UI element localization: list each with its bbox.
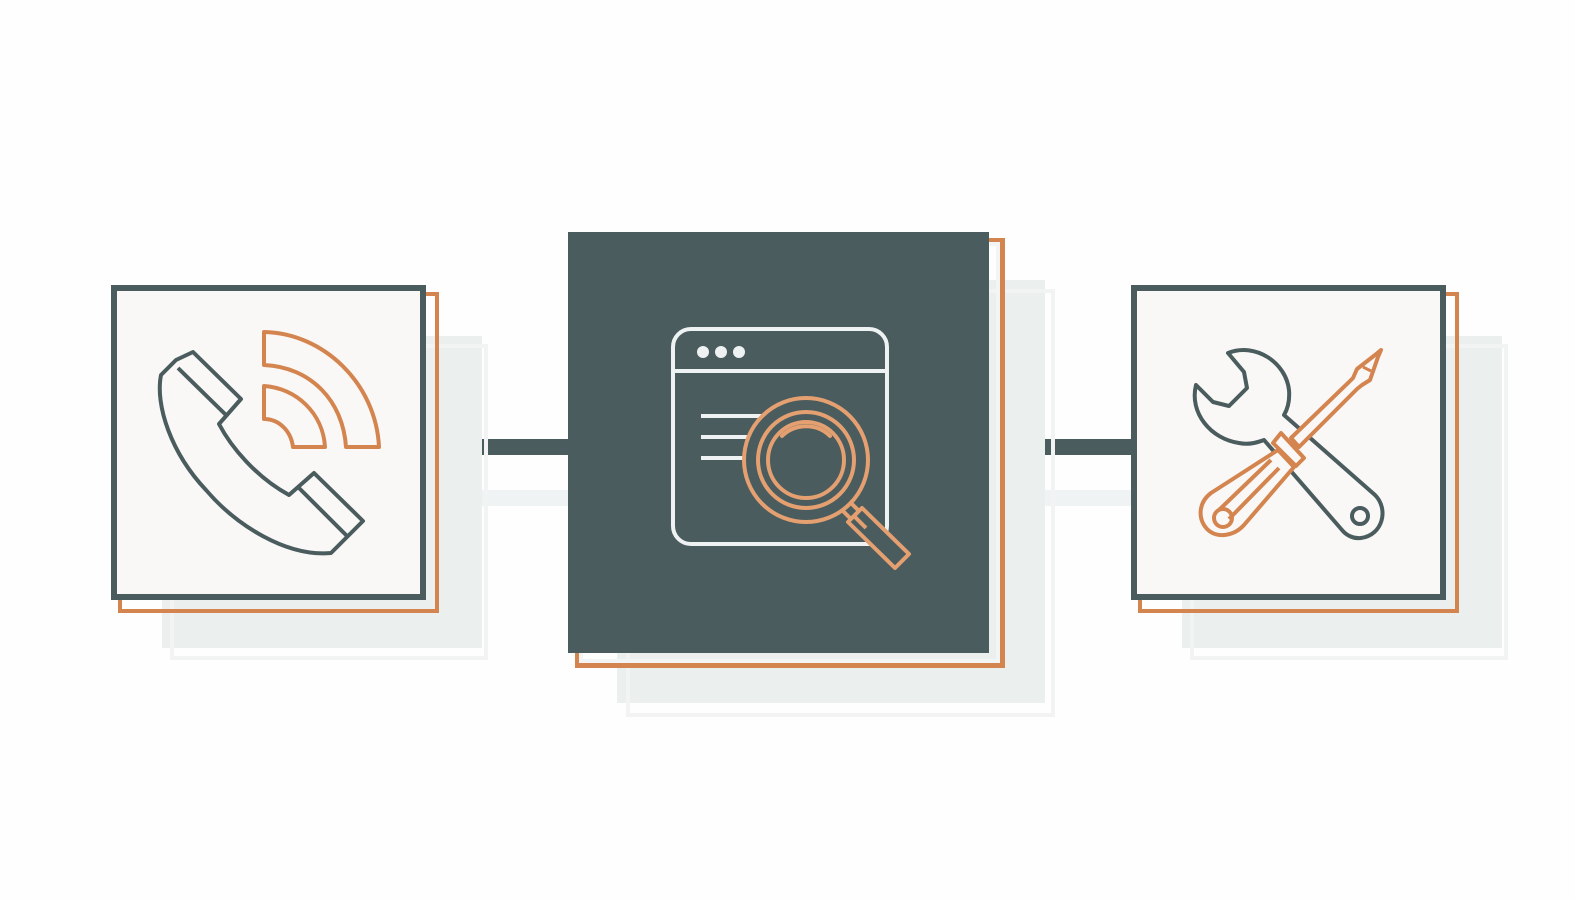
- card-frame: [111, 285, 426, 600]
- wrench-screwdriver-icon: [1192, 348, 1385, 541]
- phone-call-icon: [157, 330, 381, 556]
- browser-search-icon: [671, 327, 911, 570]
